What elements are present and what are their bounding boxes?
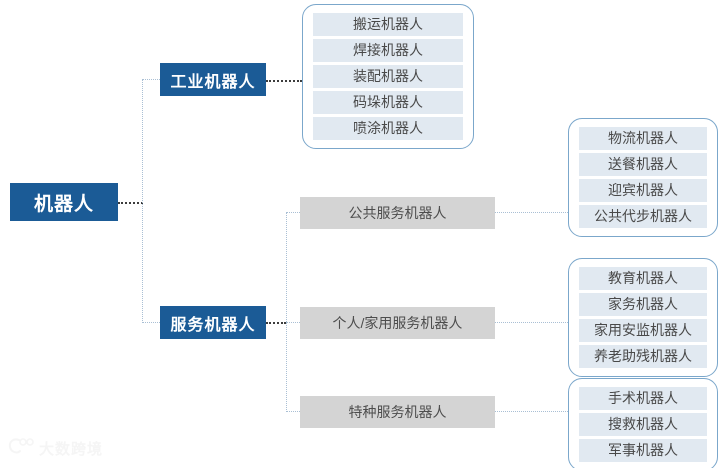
- watermark-logo-icon: [8, 437, 34, 460]
- leaf-item[interactable]: 搬运机器人: [313, 13, 463, 36]
- connector-special-leaves: [495, 411, 568, 412]
- leaf-item[interactable]: 教育机器人: [579, 267, 707, 290]
- connector-trunk-vertical: [142, 79, 143, 323]
- connector-root-trunk: [118, 202, 143, 204]
- leaf-item[interactable]: 搜救机器人: [579, 413, 707, 436]
- leaf-item[interactable]: 公共代步机器人: [579, 205, 707, 228]
- connector-trunk-special: [286, 411, 300, 412]
- leaf-item[interactable]: 军事机器人: [579, 439, 707, 462]
- leaf-item[interactable]: 码垛机器人: [313, 91, 463, 114]
- leaf-item[interactable]: 喷涂机器人: [313, 117, 463, 140]
- leaf-item[interactable]: 家用安监机器人: [579, 319, 707, 342]
- leaf-item[interactable]: 迎宾机器人: [579, 179, 707, 202]
- connector-personal-leaves: [495, 322, 568, 323]
- node-special-service-robot[interactable]: 特种服务机器人: [300, 396, 495, 428]
- connector-trunk-personal: [286, 322, 300, 323]
- node-service-robot[interactable]: 服务机器人: [160, 306, 266, 339]
- connector-trunk-service: [142, 322, 160, 323]
- node-root-robot[interactable]: 机器人: [10, 183, 118, 221]
- leaf-item[interactable]: 装配机器人: [313, 65, 463, 88]
- leaf-group-industrial: 搬运机器人 焊接机器人 装配机器人 码垛机器人 喷涂机器人: [302, 4, 474, 149]
- node-industrial-robot[interactable]: 工业机器人: [160, 63, 266, 96]
- leaf-group-public-service: 物流机器人 送餐机器人 迎宾机器人 公共代步机器人: [568, 118, 718, 237]
- leaf-item[interactable]: 物流机器人: [579, 127, 707, 150]
- connector-trunk-public: [286, 212, 300, 213]
- connector-trunk-industrial: [142, 79, 160, 80]
- leaf-item[interactable]: 家务机器人: [579, 293, 707, 316]
- connector-service-vertical: [286, 212, 287, 412]
- leaf-group-personal-home-service: 教育机器人 家务机器人 家用安监机器人 养老助残机器人: [568, 258, 718, 377]
- leaf-group-special-service: 手术机器人 搜救机器人 军事机器人: [568, 378, 718, 468]
- leaf-item[interactable]: 送餐机器人: [579, 153, 707, 176]
- leaf-item[interactable]: 焊接机器人: [313, 39, 463, 62]
- connector-service-trunk: [266, 322, 286, 324]
- leaf-item[interactable]: 养老助残机器人: [579, 345, 707, 368]
- connector-industrial-leaves: [266, 80, 302, 82]
- node-personal-home-service-robot[interactable]: 个人/家用服务机器人: [300, 307, 495, 339]
- node-public-service-robot[interactable]: 公共服务机器人: [300, 197, 495, 229]
- leaf-item[interactable]: 手术机器人: [579, 387, 707, 410]
- watermark-text: 大数跨境: [39, 441, 104, 458]
- connector-public-leaves: [495, 212, 568, 213]
- watermark: 大数跨境: [8, 437, 103, 460]
